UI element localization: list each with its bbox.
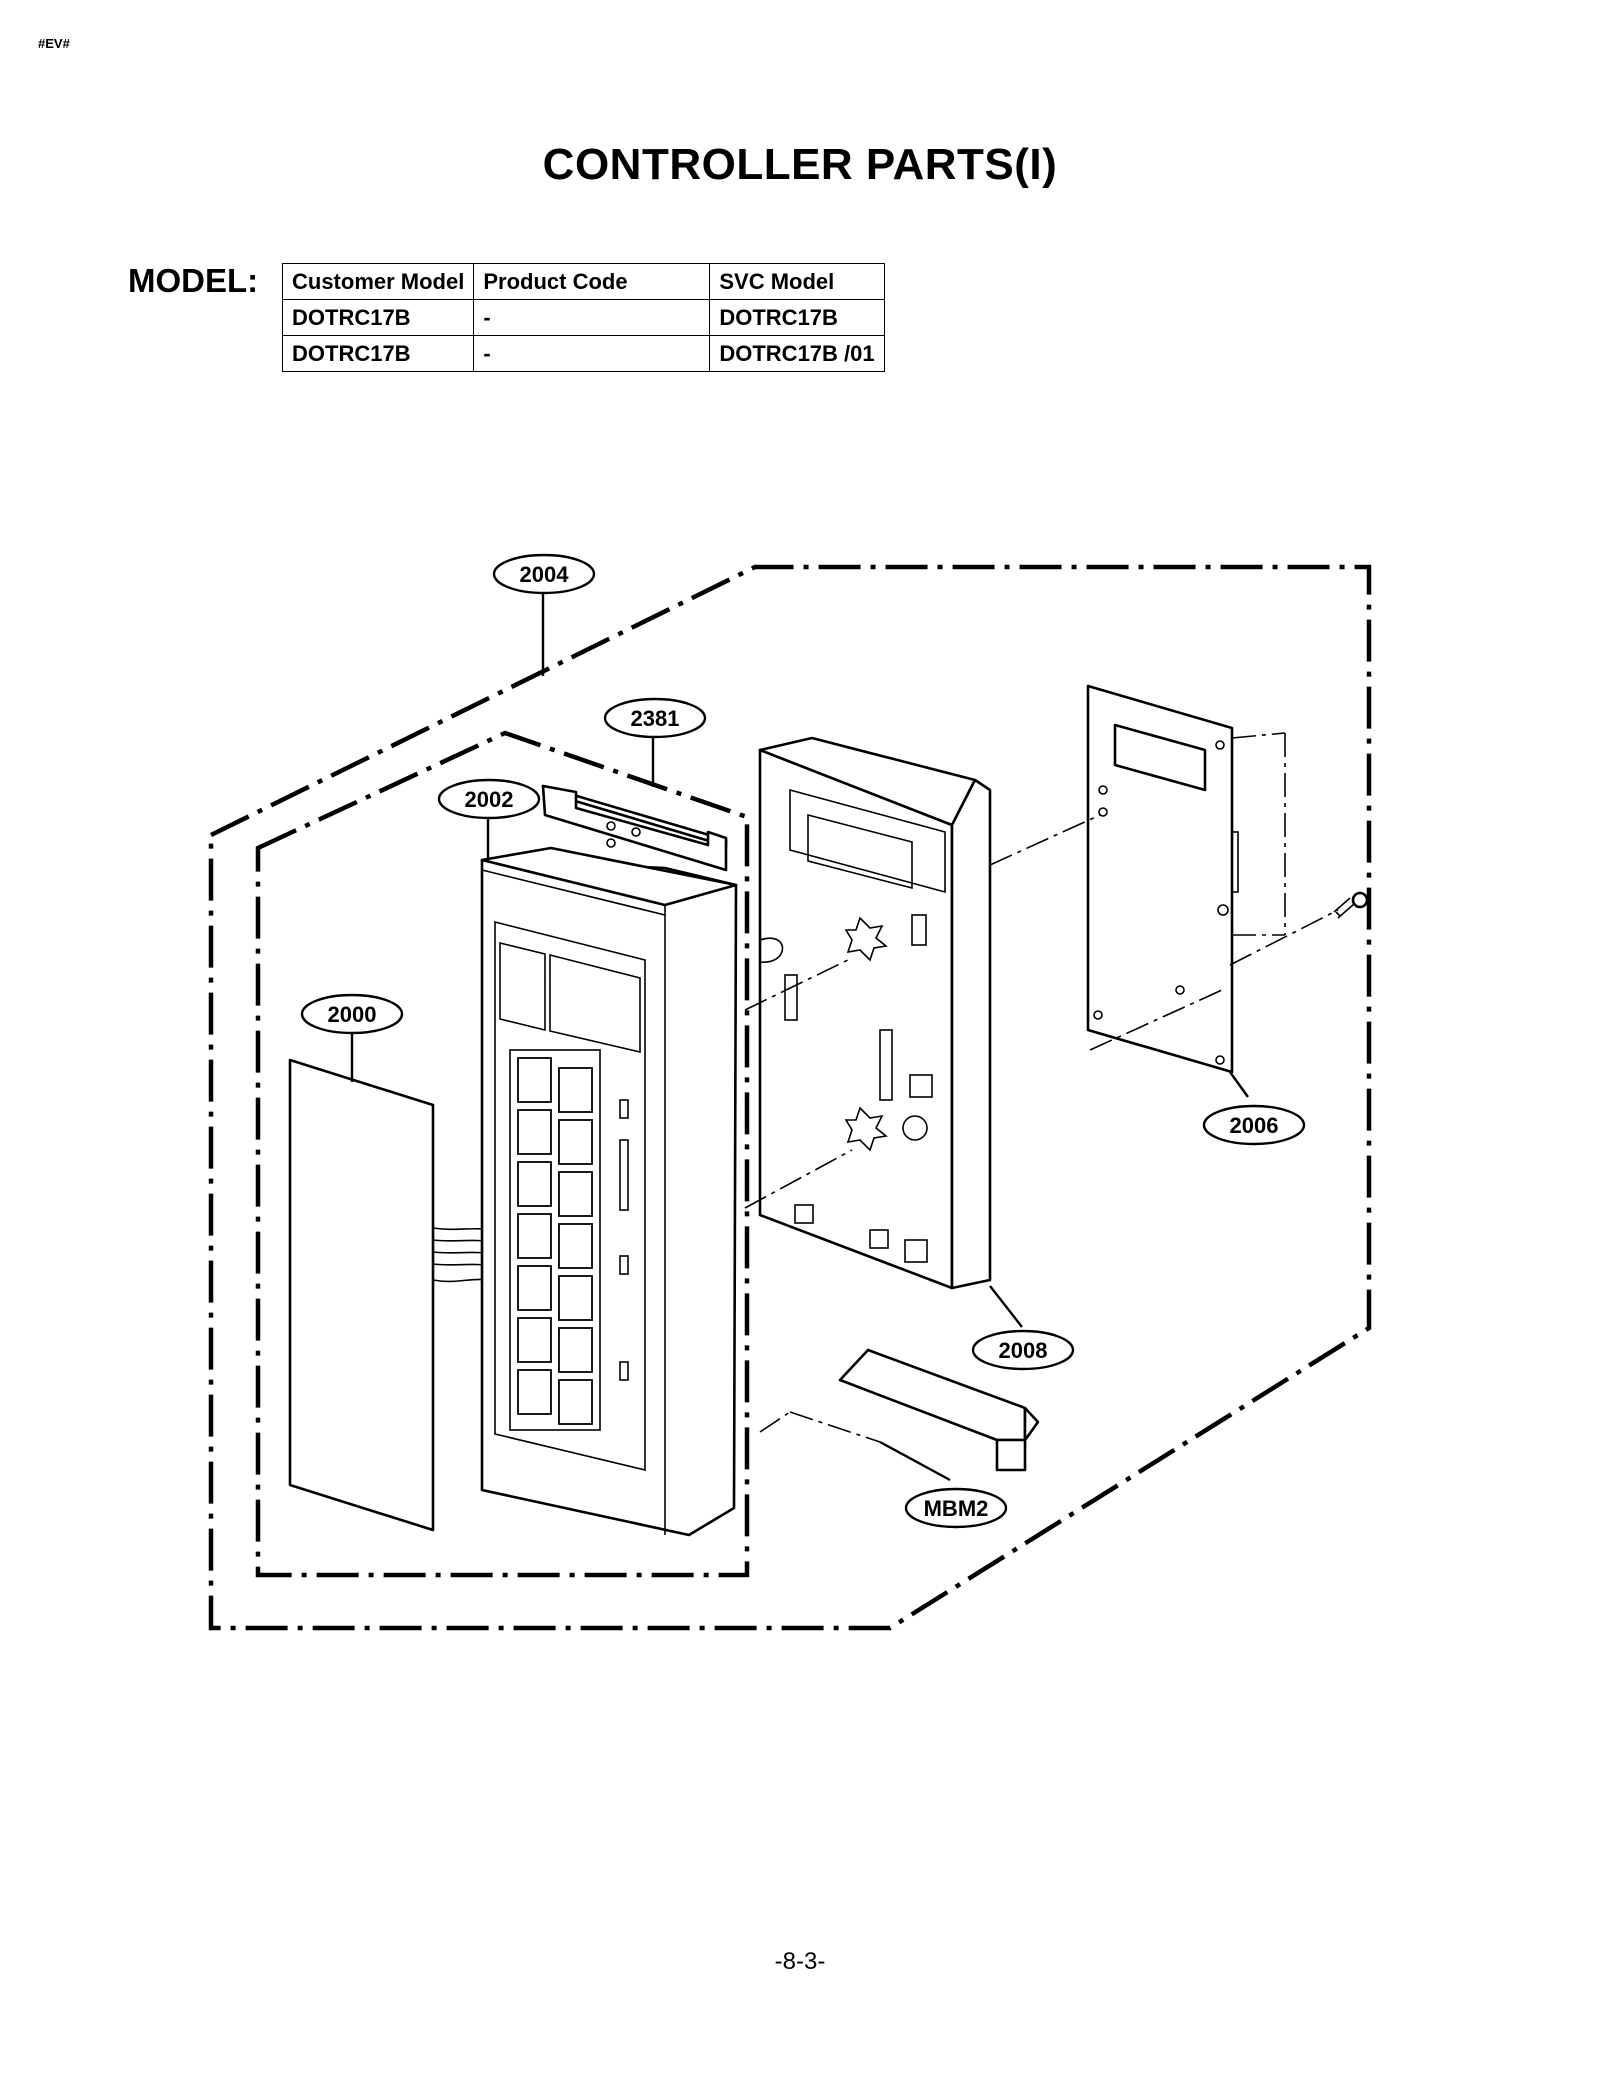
callout-2000: 2000 xyxy=(300,993,404,1035)
svg-text:2006: 2006 xyxy=(1230,1113,1279,1138)
header-cell: SVC Model xyxy=(709,263,885,300)
assembly-outline-2004 xyxy=(208,564,1372,1631)
part-2006-pcb xyxy=(1086,684,1239,1074)
part-mbm2-bracket xyxy=(838,1348,1040,1472)
table-row: DOTRC17B - DOTRC17B /01 xyxy=(281,335,885,372)
svg-text:2008: 2008 xyxy=(999,1338,1048,1363)
model-table: Customer Model Product Code SVC Model DO… xyxy=(281,263,885,372)
part-2000-membrane xyxy=(288,1058,506,1532)
page-title: CONTROLLER PARTS(I) xyxy=(542,140,1058,189)
part-2008-frame xyxy=(758,736,992,1290)
callout-2006: 2006 xyxy=(1202,1104,1306,1146)
part-2002-control-panel xyxy=(480,784,738,1537)
table-cell: DOTRC17B xyxy=(281,335,475,372)
header-tag: #EV# xyxy=(38,36,70,51)
screw-icon xyxy=(1333,891,1369,919)
svg-text:2002: 2002 xyxy=(465,787,514,812)
callout-mbm2: MBM2 xyxy=(904,1487,1008,1529)
table-cell: DOTRC17B xyxy=(709,299,885,336)
callout-2004: 2004 xyxy=(492,553,596,595)
svg-text:2000: 2000 xyxy=(328,1002,377,1027)
svg-text:2381: 2381 xyxy=(631,706,680,731)
page-number: -8-3- xyxy=(774,1948,826,1975)
callout-2008: 2008 xyxy=(971,1329,1075,1371)
table-cell: DOTRC17B /01 xyxy=(709,335,885,372)
table-cell: - xyxy=(473,335,711,372)
table-header-row: Customer Model Product Code SVC Model xyxy=(281,263,885,300)
callout-2002: 2002 xyxy=(437,778,541,820)
model-label: MODEL: xyxy=(128,262,259,299)
assembly-outline-2381 xyxy=(255,730,750,1578)
callout-leaders xyxy=(350,592,1249,1482)
assembly-lines xyxy=(744,732,1339,1443)
header-cell: Customer Model xyxy=(281,263,475,300)
svg-text:MBM2: MBM2 xyxy=(924,1496,989,1521)
svg-text:2004: 2004 xyxy=(520,562,570,587)
callout-2381: 2381 xyxy=(603,697,707,739)
header-cell: Product Code xyxy=(473,263,711,300)
